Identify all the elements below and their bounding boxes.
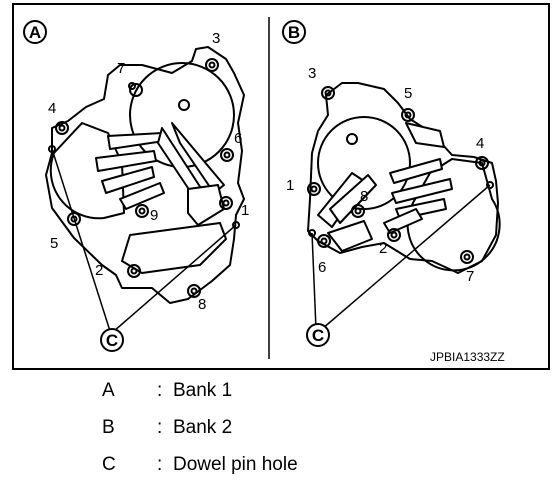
panel-b-callout-4: 4 [476,135,484,152]
legend-desc: Bank 2 [173,417,233,438]
panel-a-callout-4: 4 [48,100,56,117]
legend-key: B [102,417,115,438]
legend-colon: : [157,454,163,475]
panel-b-callout-5: 5 [404,85,412,102]
panel-b-callout-6: 6 [318,259,326,276]
panel-a-callout-9: 9 [150,207,158,224]
svg-text:A: A [29,23,41,42]
panel-b-dowel-leaders [311,184,491,330]
panel-b-marker: B [282,20,306,44]
image-code: JPBIA1333ZZ [430,350,505,364]
figure-frame [12,3,550,370]
panel-a-callout-2: 2 [95,262,103,279]
panel-a-dowel-leaders [51,148,237,332]
legend-row-c: C : Dowel pin hole [0,448,560,484]
svg-text:C: C [106,331,118,350]
panel-b-callout-3: 3 [308,65,316,82]
panel-b-dowel-marker: C [306,323,330,347]
legend-key: C [102,454,116,475]
panel-b-callout-8: 8 [360,188,368,205]
svg-text:C: C [312,326,324,345]
diagram-figure: A [12,3,550,370]
legend-colon: : [157,417,163,438]
panel-b-callout-7: 7 [466,268,474,285]
timing-cover-bank1 [45,46,245,304]
legend-row-a: A : Bank 1 [0,374,560,410]
svg-text:B: B [288,23,300,42]
panel-a-callout-1: 1 [241,202,249,219]
panel-a-dowel-marker: C [100,328,124,352]
legend-colon: : [157,380,163,401]
legend-desc: Dowel pin hole [173,454,298,475]
panel-a: A [23,20,249,352]
legend-desc: Bank 1 [173,380,233,401]
legend: A : Bank 1 B : Bank 2 C : Dowel pin hole [0,372,560,490]
panel-a-callout-3: 3 [212,30,220,47]
panel-b: B [282,20,501,347]
timing-cover-bank2 [307,82,501,274]
panel-a-callout-5: 5 [50,235,58,252]
panel-a-marker: A [23,20,47,44]
panel-a-callout-8: 8 [198,296,206,313]
panel-a-callout-7: 7 [117,60,125,77]
panel-b-callout-1: 1 [286,177,294,194]
legend-row-b: B : Bank 2 [0,411,560,447]
legend-key: A [102,380,115,401]
panel-a-callout-6: 6 [234,130,242,147]
panel-b-callout-2: 2 [379,240,387,257]
